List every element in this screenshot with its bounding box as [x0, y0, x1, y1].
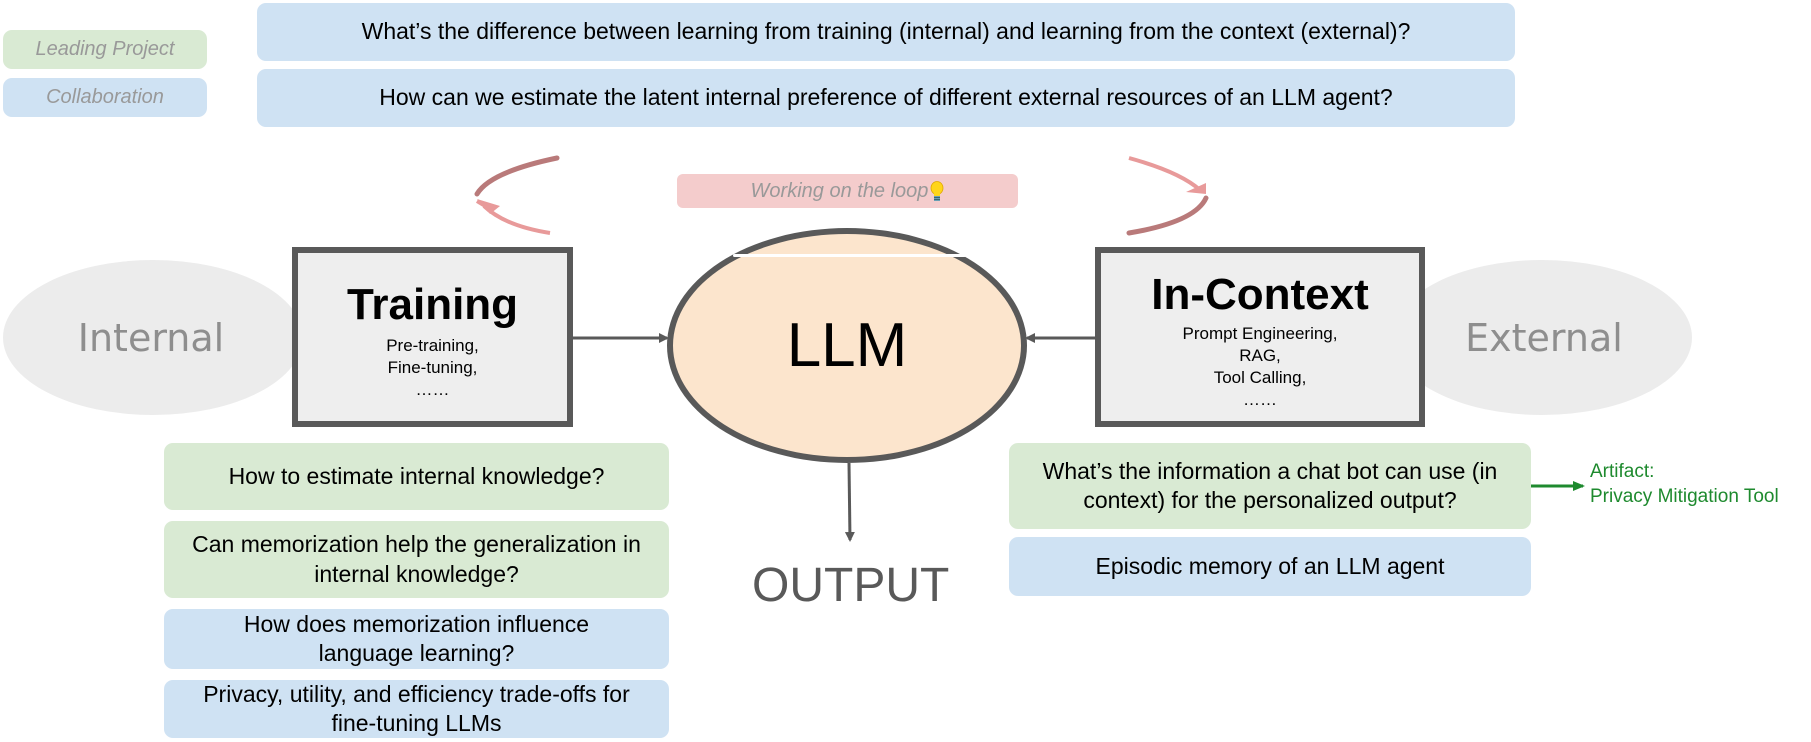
internal-label: Internal: [77, 315, 225, 360]
artifact-line-2: Privacy Mitigation Tool: [1590, 485, 1779, 507]
in-context-item: ……: [1243, 390, 1277, 410]
right-question-2: Episodic memory of an LLM agent: [1009, 537, 1531, 596]
lightbulb-icon: [930, 181, 944, 203]
in-context-box: In-Context Prompt Engineering, RAG, Tool…: [1095, 247, 1425, 427]
legend-collaboration-label: Collaboration: [46, 85, 164, 108]
left-question-1: How to estimate internal knowledge?: [164, 443, 669, 510]
right-question-1-text: What’s the information a chat bot can us…: [1042, 457, 1498, 513]
llm-node: LLM: [667, 228, 1027, 463]
in-context-title: In-Context: [1151, 270, 1369, 319]
training-item: Pre-training,: [386, 336, 479, 355]
loop-arrowhead-right: [1186, 183, 1206, 194]
arrow-llm-to-output: [844, 462, 855, 542]
top-question-2-text: How can we estimate the latent internal …: [379, 84, 1393, 111]
loop-arrow-right-upper: [1128, 156, 1202, 192]
artifact-line-1: Artifact:: [1590, 461, 1655, 482]
loop-arrow-right-lower: [1126, 195, 1209, 236]
legend-leading-project: Leading Project: [3, 30, 207, 69]
training-item: ……: [415, 380, 450, 400]
left-question-2: Can memorization help the generalization…: [164, 521, 669, 598]
right-question-1: What’s the information a chat bot can us…: [1009, 443, 1531, 529]
loop-arrowhead-left: [477, 199, 500, 214]
in-context-items: Prompt Engineering, RAG, Tool Calling, ……: [1101, 323, 1419, 411]
llm-label: LLM: [786, 311, 908, 380]
training-title: Training: [346, 280, 519, 329]
left-question-3: How does memorization influence language…: [164, 609, 669, 669]
external-ellipse: External: [1392, 260, 1692, 415]
left-question-1-text: How to estimate internal knowledge?: [228, 462, 605, 489]
legend-collaboration: Collaboration: [3, 78, 207, 117]
top-question-1-text: What’s the difference between learning f…: [361, 18, 1411, 45]
loop-label: Working on the loop: [750, 179, 929, 202]
in-context-item: Prompt Engineering,: [1182, 324, 1338, 343]
artifact-label: Artifact: Privacy Mitigation Tool: [1590, 460, 1779, 509]
training-box: Training Pre-training, Fine-tuning, ……: [292, 247, 573, 427]
left-question-4-text: Privacy, utility, and efficiency trade-o…: [203, 680, 630, 736]
top-question-2: How can we estimate the latent internal …: [257, 69, 1515, 127]
training-item: Fine-tuning,: [387, 358, 478, 378]
legend-leading-project-label: Leading Project: [35, 37, 175, 60]
top-question-1: What’s the difference between learning f…: [257, 3, 1515, 61]
external-label: External: [1465, 315, 1623, 360]
right-question-2-text: Episodic memory of an LLM agent: [1095, 552, 1445, 579]
loop-label-box: Working on the loop: [677, 174, 1018, 208]
left-question-2-text: Can memorization help the generalization…: [192, 531, 641, 587]
training-items: Pre-training, Fine-tuning, ……: [298, 335, 567, 401]
left-question-4: Privacy, utility, and efficiency trade-o…: [164, 680, 669, 738]
in-context-item: Tool Calling,: [1213, 368, 1307, 388]
output-label: OUTPUT: [752, 559, 950, 612]
loop-arrow-left-upper: [474, 155, 560, 197]
internal-ellipse: Internal: [3, 260, 303, 415]
llm-top-highlight: [733, 254, 966, 257]
left-question-3-text: How does memorization influence language…: [243, 610, 590, 666]
in-context-item: RAG,: [1239, 346, 1281, 366]
